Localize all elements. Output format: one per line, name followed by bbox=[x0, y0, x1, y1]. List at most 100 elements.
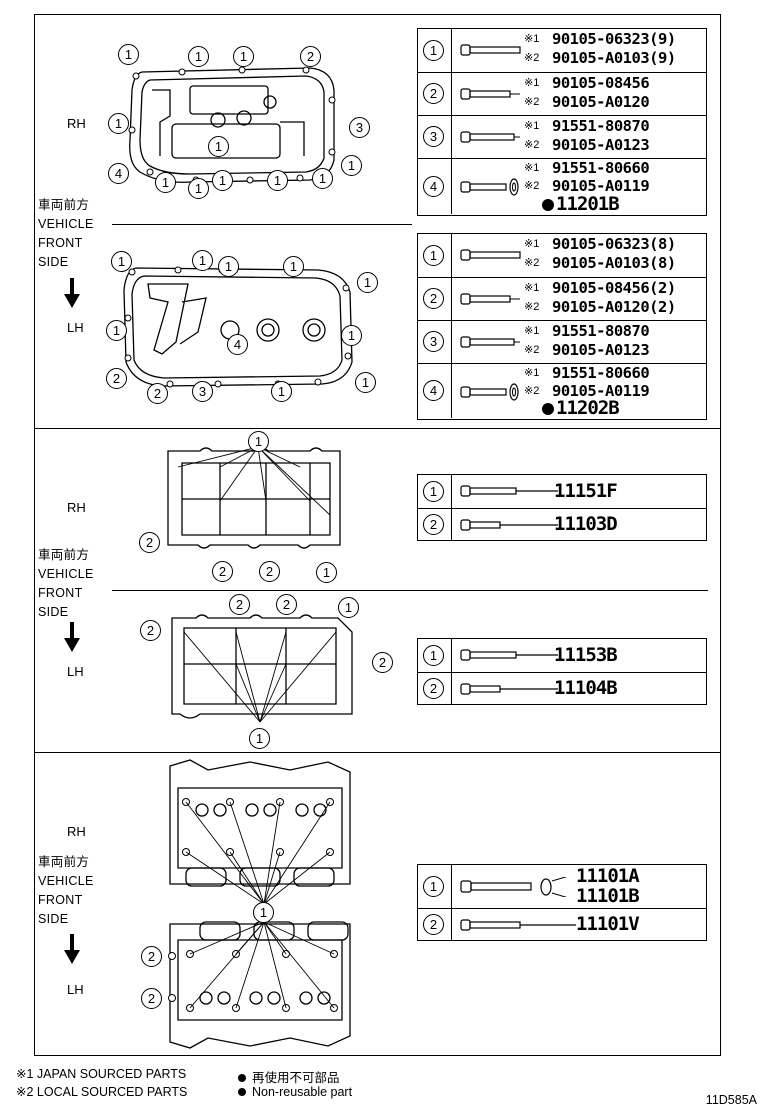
row-number: 4 bbox=[423, 380, 444, 401]
non-reusable-dot-icon bbox=[238, 1088, 246, 1096]
row-number: 1 bbox=[423, 480, 444, 502]
rh-label: RH bbox=[67, 500, 86, 515]
rh-camshaft-housing-drawing bbox=[167, 446, 341, 549]
direction-label-line: FRONT bbox=[38, 236, 83, 250]
callout-1: 1 bbox=[316, 562, 337, 583]
callout-2: 2 bbox=[259, 561, 280, 582]
direction-label-line: VEHICLE bbox=[38, 874, 94, 888]
callout-1: 1 bbox=[188, 178, 209, 199]
table-row: 2 ※1 90105-08456(2) ※2 90105-A0120(2) bbox=[418, 277, 706, 320]
rh-lh-divider bbox=[112, 590, 708, 591]
vehicle-front-side-label: 車両前方 VEHICLE FRONT SIDE bbox=[38, 546, 94, 622]
callout-1: 1 bbox=[271, 381, 292, 402]
table-row: 3 ※1 91551-80870 ※2 90105-A0123 bbox=[418, 115, 706, 158]
local-mark: ※2 bbox=[524, 52, 540, 64]
table-row: 1 11101A 11101B bbox=[418, 865, 706, 908]
parts-table-cylinder-head: 1 11101A 11101B 2 11101V bbox=[417, 864, 707, 941]
callout-2: 2 bbox=[276, 594, 297, 615]
bolt-with-washer-icon bbox=[460, 178, 519, 196]
callout-1: 1 bbox=[248, 431, 269, 452]
part-number: 11101B bbox=[576, 885, 640, 907]
non-reusable-dot-icon bbox=[542, 403, 554, 415]
part-number: 91551-80660 bbox=[552, 159, 650, 177]
callout-1: 1 bbox=[218, 256, 239, 277]
japan-mark: ※1 bbox=[524, 77, 540, 89]
callout-1: 1 bbox=[267, 170, 288, 191]
rh-lh-divider bbox=[112, 224, 412, 225]
japan-mark: ※1 bbox=[524, 33, 540, 45]
callout-1: 1 bbox=[355, 372, 376, 393]
local-mark: ※2 bbox=[524, 344, 540, 356]
local-sourced-note: ※2 LOCAL SOURCED PARTS bbox=[16, 1085, 188, 1099]
rh-label: RH bbox=[67, 116, 86, 131]
direction-label-line: SIDE bbox=[38, 255, 69, 269]
bolt-with-washer-icon bbox=[460, 383, 519, 401]
parts-table-lh-camshaft-housing: 1 11153B 2 11104B bbox=[417, 638, 707, 705]
bolt-icon bbox=[460, 519, 558, 531]
parts-table-lh-head-cover: 1 ※1 90105-06323(8) ※2 90105-A0103(8) 2 … bbox=[417, 233, 707, 420]
non-reusable-part: 11202B bbox=[542, 397, 620, 419]
part-number: 11202B bbox=[556, 397, 620, 419]
section-divider bbox=[34, 752, 721, 753]
callout-1: 1 bbox=[341, 325, 362, 346]
direction-label-jp: 車両前方 bbox=[38, 198, 90, 212]
non-reusable-dot-icon bbox=[542, 199, 554, 211]
callout-2: 2 bbox=[147, 383, 168, 404]
japan-mark: ※1 bbox=[524, 282, 540, 294]
callout-1: 1 bbox=[341, 155, 362, 176]
table-row: 1 11153B bbox=[418, 639, 706, 672]
callout-1: 1 bbox=[312, 168, 333, 189]
bolt-icon bbox=[460, 649, 558, 661]
table-row: 4 ※1 91551-80660 ※2 90105-A0119 11202B bbox=[418, 363, 706, 419]
row-number: 1 bbox=[423, 875, 444, 897]
non-reusable-part: 11201B bbox=[542, 193, 620, 215]
lh-head-cover-drawing bbox=[123, 266, 353, 388]
japan-mark: ※1 bbox=[524, 325, 540, 337]
bolt-icon bbox=[460, 683, 558, 695]
callout-1: 1 bbox=[338, 597, 359, 618]
bolt-icon bbox=[460, 44, 521, 56]
callout-1: 1 bbox=[188, 46, 209, 67]
rh-label: RH bbox=[67, 824, 86, 839]
part-number: 91551-80870 bbox=[552, 117, 650, 135]
callout-1: 1 bbox=[192, 250, 213, 271]
bolt-with-washer-icon bbox=[460, 877, 568, 897]
direction-label-line: SIDE bbox=[38, 605, 69, 619]
part-number: 11101V bbox=[576, 913, 640, 935]
non-reusable-dot-icon bbox=[238, 1074, 246, 1082]
japan-sourced-note: ※1 JAPAN SOURCED PARTS bbox=[16, 1067, 187, 1081]
down-arrow-icon bbox=[64, 622, 80, 652]
table-row: 2 11101V bbox=[418, 908, 706, 940]
callout-4: 4 bbox=[227, 334, 248, 355]
bolt-icon bbox=[460, 336, 520, 348]
callout-1: 1 bbox=[106, 320, 127, 341]
row-number: 4 bbox=[423, 175, 444, 197]
callout-2: 2 bbox=[140, 620, 161, 641]
direction-label-line: FRONT bbox=[38, 893, 83, 907]
part-number: 90105-06323(8) bbox=[552, 235, 676, 253]
callout-1: 1 bbox=[233, 46, 254, 67]
parts-table-rh-head-cover: 1 ※1 90105-06323(9) ※2 90105-A0103(9) 2 … bbox=[417, 28, 707, 216]
row-number: 2 bbox=[423, 83, 444, 104]
part-number: 11151F bbox=[554, 480, 618, 502]
table-row: 1 ※1 90105-06323(9) ※2 90105-A0103(9) bbox=[418, 29, 706, 72]
bolt-icon bbox=[460, 485, 558, 497]
part-number: 90105-A0120 bbox=[552, 93, 650, 111]
callout-1: 1 bbox=[357, 272, 378, 293]
table-row: 2 ※1 90105-08456 ※2 90105-A0120 bbox=[418, 72, 706, 115]
down-arrow-icon bbox=[64, 934, 80, 964]
row-number: 1 bbox=[423, 39, 444, 61]
local-mark: ※2 bbox=[524, 257, 540, 269]
bolt-icon bbox=[460, 293, 520, 305]
bolt-icon bbox=[460, 919, 576, 931]
callout-1: 1 bbox=[249, 728, 270, 749]
part-number: 11103D bbox=[554, 513, 618, 535]
lh-label: LH bbox=[67, 664, 84, 679]
callout-1: 1 bbox=[283, 256, 304, 277]
direction-label-line: VEHICLE bbox=[38, 567, 94, 581]
callout-4: 1 bbox=[208, 136, 229, 157]
part-number: 90105-08456(2) bbox=[552, 279, 676, 297]
table-row: 2 11104B bbox=[418, 672, 706, 704]
callout-2: 2 bbox=[372, 652, 393, 673]
non-reusable-legend-jp: 再使用不可部品 bbox=[238, 1067, 340, 1086]
